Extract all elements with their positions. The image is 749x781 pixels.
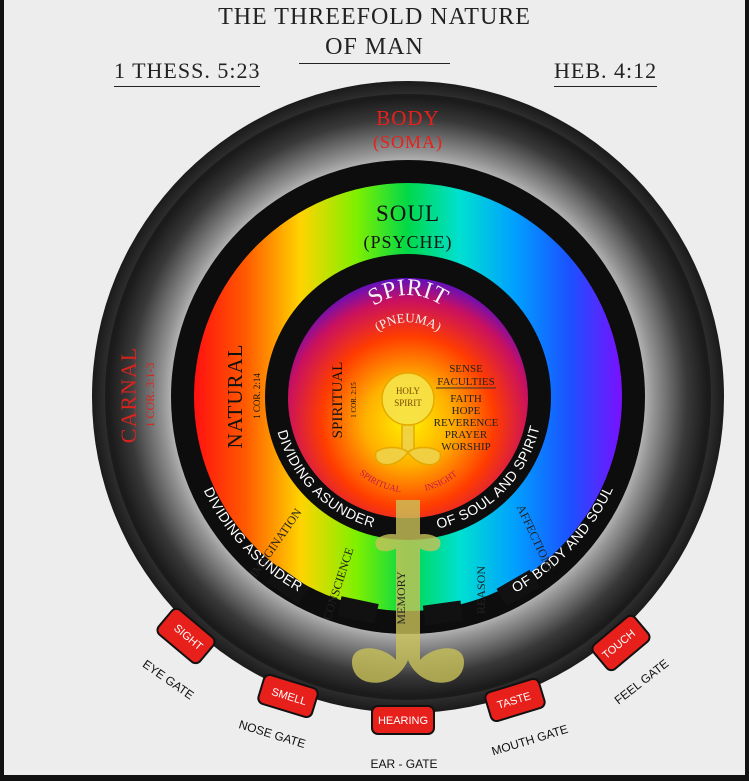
carnal-group: CARNAL 1 COR. 3:1-3 <box>116 347 157 443</box>
faculty-item: WORSHIP <box>441 441 491 453</box>
faculty-item: PRAYER <box>445 429 488 441</box>
body-sublabel: (SOMA) <box>373 132 443 153</box>
soul-gate-notches <box>266 565 540 626</box>
sense-tabs <box>156 607 651 735</box>
gate-eye: EYE GATE <box>140 657 196 702</box>
sense-tab-hearing <box>371 705 435 735</box>
gate-nose: NOSE GATE <box>237 717 307 751</box>
title-line-2-text: OF MAN <box>299 34 450 64</box>
scripture-ref-right: HEB. 4:12 <box>554 58 658 87</box>
title-line-1: THE THREEFOLD NATURE <box>218 4 531 30</box>
sense-tab-taste <box>484 677 546 723</box>
body-label: BODY <box>376 106 440 130</box>
faculty-reason: REASON <box>474 566 488 614</box>
holy-spirit-line1: HOLY <box>396 386 421 396</box>
spiritual-label: SPIRITUAL <box>330 362 346 439</box>
sense-tab-sight <box>156 607 216 665</box>
gate-ear: EAR - GATE <box>370 757 437 771</box>
title-line-2: OF MAN <box>4 34 745 64</box>
sense-hearing: HEARING <box>378 715 428 727</box>
natural-label: NATURAL <box>223 344 247 449</box>
spiritual-ref: 1 COR. 2:15 <box>350 382 358 418</box>
natural-ref: 1 COR. 2:14 <box>252 373 262 419</box>
faculty-memory: MEMORY <box>394 571 408 625</box>
carnal-ref: 1 COR. 3:1-3 <box>143 362 157 427</box>
scripture-ref-left: 1 THESS. 5:23 <box>114 58 261 87</box>
gate-mouth: MOUTH GATE <box>490 722 570 759</box>
memory-stem <box>352 500 464 683</box>
faculty-item: FACULTIES <box>437 376 494 388</box>
faculty-item: HOPE <box>452 405 481 417</box>
faculty-item: FAITH <box>450 393 482 405</box>
sense-tab-touch <box>591 614 651 672</box>
sense-tab-smell <box>257 673 319 719</box>
faculty-item: REVERENCE <box>434 417 499 429</box>
holy-spirit-figure <box>374 372 442 466</box>
natural-group: NATURAL 1 COR. 2:14 <box>223 344 262 449</box>
soul-label: SOUL <box>376 201 440 226</box>
carnal-label: CARNAL <box>116 347 141 443</box>
holy-spirit-line2: SPIRIT <box>394 398 422 408</box>
threefold-diagram: BODY (SOMA) CARNAL 1 COR. 3:1-3 SOUL (PS… <box>92 81 724 771</box>
spiritual-group: SPIRITUAL 1 COR. 2:15 <box>330 362 358 439</box>
faculty-item: SENSE <box>449 363 483 375</box>
diagram-canvas: THE THREEFOLD NATURE OF MAN 1 THESS. 5:2… <box>4 0 745 775</box>
soul-sublabel: (PSYCHE) <box>363 232 452 253</box>
